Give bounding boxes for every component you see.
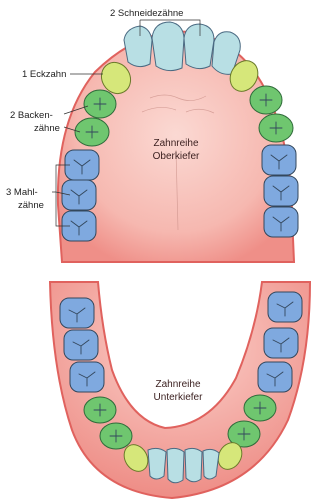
upper-jaw-label-line2: Oberkiefer [153,151,200,162]
lower-molar-tooth [60,298,94,328]
lower-jaw: Zahnreihe Unterkiefer [50,282,310,498]
lower-incisor-tooth [185,448,202,481]
lower-incisor-tooth [203,449,219,479]
lower-molar-tooth [258,362,292,392]
lower-incisor-tooth [167,448,184,482]
upper-incisor-tooth [152,22,184,71]
premolars-label-line1: 2 Backen- [10,110,53,121]
molars-label-line2: zähne [18,200,44,211]
lower-molar-tooth [264,328,298,358]
upper-incisor-tooth [184,24,214,69]
upper-molar-tooth [62,180,96,210]
canine-label: 1 Eckzahn [22,69,66,80]
lower-molar-tooth [70,362,104,392]
upper-jaw-label-line1: Zahnreihe [153,138,198,149]
lower-molar-tooth [268,292,302,322]
upper-molar-tooth [262,145,296,175]
upper-incisor-tooth [124,26,152,67]
lower-incisor-tooth [148,448,166,479]
incisors-label: 2 Schneidezähne [110,8,183,19]
lower-molar-tooth [64,330,98,360]
upper-jaw: Zahnreihe Oberkiefer [58,22,298,262]
lower-jaw-label-line1: Zahnreihe [155,379,200,390]
molars-label-line1: 3 Mahl- [6,187,38,198]
lower-jaw-label-line2: Unterkiefer [154,392,204,403]
upper-molar-tooth [264,207,298,237]
premolars-label-line2: zähne [34,123,60,134]
upper-molar-tooth [264,176,298,206]
upper-molar-tooth [65,150,99,180]
